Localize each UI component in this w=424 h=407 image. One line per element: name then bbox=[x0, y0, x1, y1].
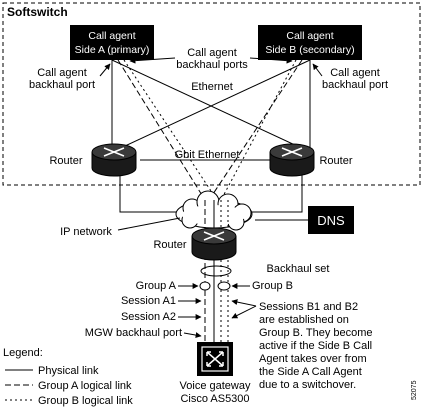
ethernet-label: Ethernet bbox=[191, 81, 233, 93]
session-a1-label: Session A1 bbox=[121, 295, 176, 307]
note-line-2: are established on bbox=[259, 314, 349, 326]
figure-id: 52075 bbox=[411, 380, 418, 400]
legend-item-group-a: Group A logical link bbox=[38, 380, 132, 392]
note-line-5: Agent takes over from bbox=[259, 353, 367, 365]
router-left-label: Router bbox=[49, 155, 82, 167]
backhaul-port-left-arrow bbox=[99, 63, 111, 77]
group-a-label: Group A bbox=[136, 280, 177, 292]
backhaul-set-ellipse bbox=[200, 265, 232, 277]
backhaul-port-right-line2: backhaul port bbox=[322, 79, 388, 91]
ip-network-label: IP network bbox=[60, 226, 112, 238]
router-bottom-icon bbox=[191, 227, 237, 261]
backhaul-port-right-line1: Call agent bbox=[330, 67, 380, 79]
note-line-6: the Side A Call Agent bbox=[259, 366, 362, 378]
router-left-icon bbox=[91, 143, 137, 177]
note-line-3: Group B. They become bbox=[259, 327, 373, 339]
legend: Legend: Physical link Group A logical li… bbox=[3, 347, 133, 407]
group-b-marker bbox=[217, 281, 231, 291]
group-b-logical-links bbox=[123, 59, 297, 342]
dns-label: DNS bbox=[317, 213, 345, 228]
call-agent-side-b: Call agent Side B (secondary) bbox=[258, 25, 362, 60]
backhaul-ports-arrow-left bbox=[129, 57, 176, 64]
call-agent-a-line1: Call agent bbox=[88, 30, 135, 42]
call-agent-side-a: Call agent Side A (primary) bbox=[70, 25, 154, 60]
dns-server: DNS bbox=[308, 206, 354, 234]
physical-links bbox=[111, 59, 311, 342]
voice-gateway-line1: Voice gateway bbox=[180, 380, 251, 392]
backhaul-port-left-line2: backhaul port bbox=[29, 79, 95, 91]
call-agent-b-line2: Side B (secondary) bbox=[265, 44, 354, 56]
legend-title: Legend: bbox=[3, 347, 43, 359]
voice-gateway-line2: Cisco AS5300 bbox=[180, 393, 249, 405]
mgw-port-arrow bbox=[183, 332, 202, 339]
gbit-ethernet-label: Gbit Ethernet bbox=[175, 149, 240, 161]
softswitch-label: Softswitch bbox=[7, 5, 68, 19]
session-a2-label: Session A2 bbox=[121, 311, 176, 323]
voice-gateway-icon bbox=[197, 342, 233, 376]
group-a-marker bbox=[199, 281, 211, 291]
backhaul-ports-center-line2: backhaul ports bbox=[176, 59, 248, 71]
group-b-label: Group B bbox=[252, 280, 293, 292]
backhaul-ports-center-line1: Call agent bbox=[187, 47, 237, 59]
backhaul-port-left-line1: Call agent bbox=[37, 67, 87, 79]
ip-network-pointer bbox=[117, 217, 181, 231]
router-bottom-label: Router bbox=[153, 239, 186, 251]
sessions-b-arrow-2 bbox=[231, 305, 257, 319]
backhaul-ports-arrow-right bbox=[249, 57, 293, 64]
router-right-icon bbox=[269, 143, 315, 177]
call-agent-a-line2: Side A (primary) bbox=[75, 44, 150, 56]
note-line-4: active if the Side B Call bbox=[259, 340, 372, 352]
legend-item-group-b: Group B logical link bbox=[38, 395, 133, 407]
sessions-b-arrow-1 bbox=[231, 299, 257, 307]
router-right-label: Router bbox=[319, 155, 352, 167]
mgw-port-label: MGW backhaul port bbox=[85, 327, 182, 339]
legend-item-physical: Physical link bbox=[38, 365, 99, 377]
note-line-1: Sessions B1 and B2 bbox=[259, 301, 358, 313]
sessions-b-note: Sessions B1 and B2 are established on Gr… bbox=[259, 301, 373, 391]
call-agent-b-line1: Call agent bbox=[286, 30, 333, 42]
note-line-7: due to a switchover. bbox=[259, 379, 356, 391]
backhaul-set-label: Backhaul set bbox=[267, 263, 330, 275]
backhaul-port-right-arrow bbox=[312, 63, 323, 77]
softswitch-boundary bbox=[2, 2, 421, 186]
